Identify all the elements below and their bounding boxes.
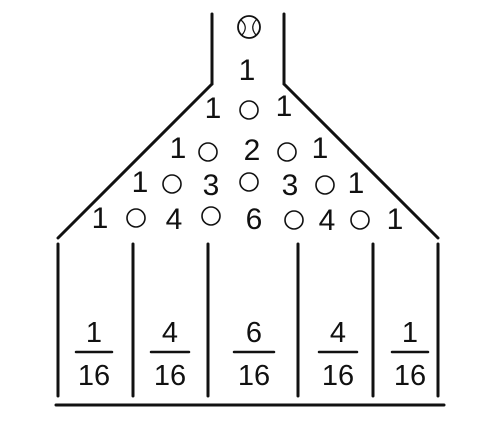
pascal-number: 1 (205, 92, 222, 125)
fraction-numerator: 4 (162, 317, 178, 349)
bin-fraction: 1 16 (390, 317, 430, 392)
peg (277, 142, 297, 162)
roof-right-slope (282, 82, 440, 240)
baseball-icon (237, 15, 261, 39)
pascal-number: 1 (239, 54, 256, 87)
peg (162, 174, 182, 194)
bin-fractions: 1 16 4 16 6 16 4 16 1 16 (74, 317, 430, 392)
bin-fraction: 1 16 (74, 317, 114, 392)
roof-left-slope (56, 82, 214, 240)
bin-fraction: 6 16 (232, 317, 276, 392)
fraction-numerator: 4 (330, 317, 346, 349)
pascal-number: 2 (244, 134, 261, 167)
pascal-number: 3 (282, 169, 299, 202)
bin-fraction: 4 16 (149, 317, 191, 392)
fraction-denominator: 16 (238, 360, 270, 392)
fraction-denominator: 16 (394, 360, 426, 392)
fraction-numerator: 1 (86, 317, 102, 349)
pascal-number: 1 (387, 203, 404, 236)
fraction-numerator: 1 (402, 317, 418, 349)
pascal-number: 1 (276, 90, 293, 123)
pegs (126, 100, 370, 230)
pascal-number: 1 (92, 202, 109, 235)
peg (198, 142, 218, 162)
fraction-numerator: 6 (246, 317, 262, 349)
bin-fraction: 4 16 (317, 317, 359, 392)
pascal-number: 4 (166, 203, 183, 236)
pascal-number: 1 (312, 132, 329, 165)
pascal-number: 6 (246, 203, 263, 236)
peg (350, 210, 370, 230)
pascal-number: 1 (170, 132, 187, 165)
pascal-triangle: 1 1 1 1 2 1 1 3 3 1 1 4 6 4 1 (92, 54, 404, 237)
peg (239, 172, 259, 192)
peg (239, 100, 259, 120)
fraction-denominator: 16 (322, 360, 354, 392)
fraction-denominator: 16 (154, 360, 186, 392)
peg (126, 208, 146, 228)
board-outline (56, 12, 440, 240)
peg (201, 206, 221, 226)
bin-walls (54, 242, 446, 407)
pascal-number: 3 (203, 169, 220, 202)
peg (315, 175, 335, 195)
pascal-number: 1 (348, 167, 365, 200)
fraction-denominator: 16 (78, 360, 110, 392)
pascal-number: 1 (132, 166, 149, 199)
pascal-number: 4 (319, 204, 336, 237)
peg (284, 210, 304, 230)
